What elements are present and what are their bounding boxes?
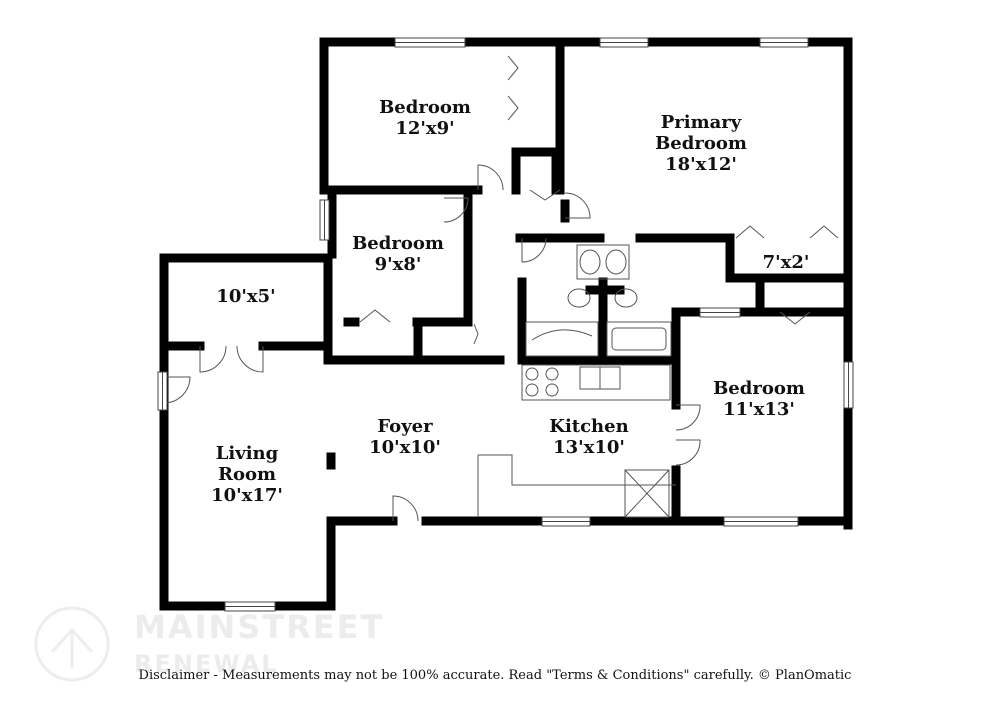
room-label-line: Living xyxy=(216,443,279,464)
room-label-line: 10'x10' xyxy=(369,437,441,458)
room-label-line: 13'x10' xyxy=(553,437,625,458)
room-label-line: Primary xyxy=(661,112,742,133)
room-label-line: Bedroom xyxy=(713,378,805,399)
disclaimer-text: Disclaimer - Measurements may not be 100… xyxy=(138,668,852,683)
room-label-line: Bedroom xyxy=(655,133,747,154)
brand-name: MAINSTREET RENEWAL xyxy=(134,608,385,678)
room-label-line: Kitchen xyxy=(549,416,628,437)
room-label-line: 9'x8' xyxy=(375,254,422,275)
room-label-line: Foyer xyxy=(377,416,433,437)
room-label-line: 10'x17' xyxy=(211,485,283,506)
room-label-line: Room xyxy=(218,464,276,485)
room-label-line: Bedroom xyxy=(352,233,444,254)
brand-watermark: MAINSTREET RENEWAL xyxy=(30,604,390,684)
room-label-storage: 10'x5' xyxy=(216,286,275,307)
brand-logo-icon xyxy=(34,606,110,682)
room-label-line: 12'x9' xyxy=(395,118,454,139)
windows xyxy=(157,37,854,612)
room-label-line: 7'x2' xyxy=(763,252,810,273)
room-label-line: 11'x13' xyxy=(723,399,795,420)
room-label-line: 10'x5' xyxy=(216,286,275,307)
room-label-closet: 7'x2' xyxy=(763,252,810,273)
room-label-line: 18'x12' xyxy=(665,154,737,175)
fixtures xyxy=(163,55,839,522)
room-label-line: Bedroom xyxy=(379,97,471,118)
